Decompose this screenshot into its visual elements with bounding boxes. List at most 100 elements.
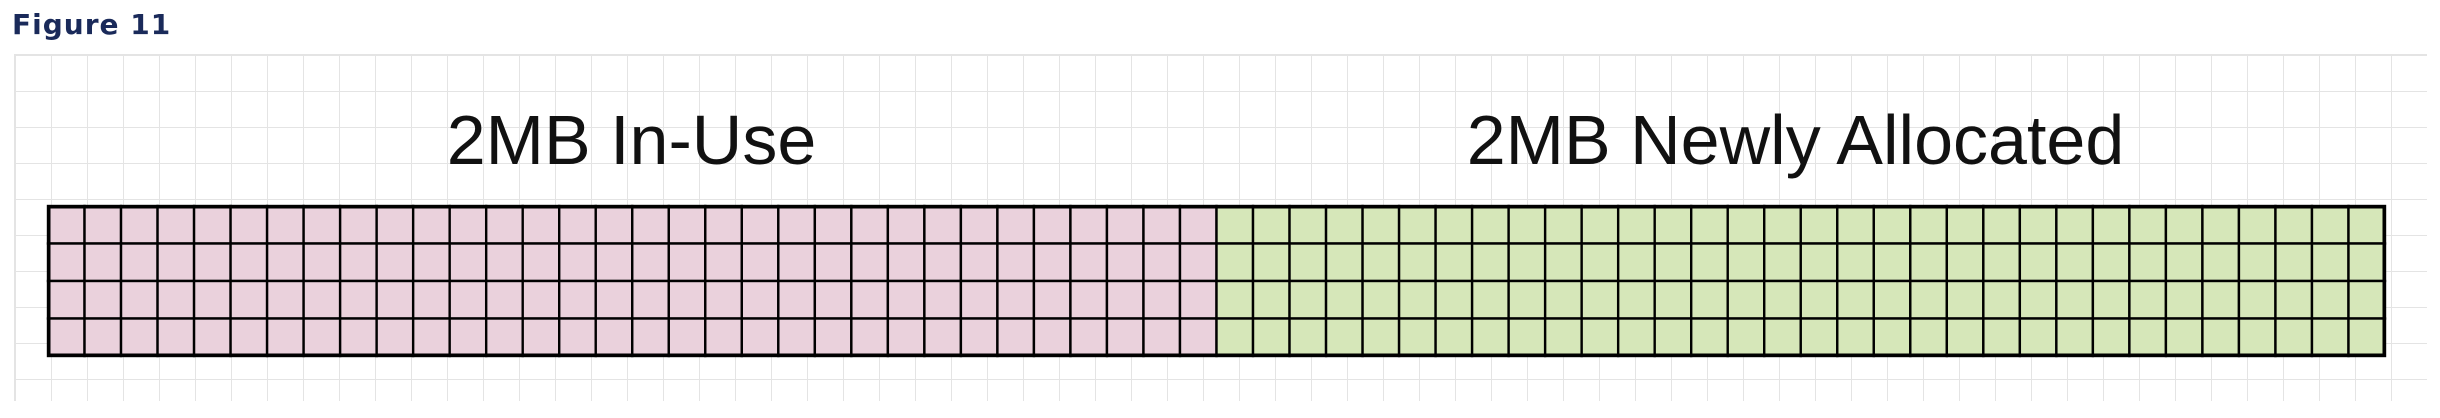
page-cell — [2201, 279, 2241, 320]
page-cell — [2237, 279, 2277, 320]
page-cell — [1945, 242, 1985, 283]
page-cell — [1288, 317, 1328, 358]
page-cell — [1032, 242, 1072, 283]
page-cell — [740, 204, 780, 245]
page-cell — [1689, 279, 1729, 320]
page-cell — [156, 317, 196, 358]
page-cell — [1689, 204, 1729, 245]
page-cell — [1836, 242, 1875, 283]
newly-allocated-block — [1215, 204, 2387, 358]
page-cell — [2347, 317, 2387, 358]
page-cell — [1178, 204, 1218, 245]
page-cell — [923, 279, 963, 320]
page-cell — [229, 242, 269, 283]
page-cell — [558, 204, 597, 245]
page-cell — [1215, 204, 1255, 245]
page-cell — [1616, 317, 1656, 358]
page-cell — [959, 242, 999, 283]
page-cell — [813, 317, 853, 358]
page-cell — [740, 279, 780, 320]
page-cell — [777, 279, 817, 320]
page-cell — [302, 242, 342, 283]
page-cell — [1397, 279, 1437, 320]
page-cell — [1507, 242, 1547, 283]
page-cell — [448, 279, 488, 320]
page-cell — [46, 204, 86, 245]
page-cell — [631, 204, 670, 245]
page-cell — [1069, 204, 1109, 245]
page-cell — [886, 204, 926, 245]
page-cell — [558, 279, 597, 320]
page-cell — [2164, 279, 2204, 320]
page-cell — [740, 242, 780, 283]
page-cell — [1361, 242, 1401, 283]
page-cell — [2091, 317, 2131, 358]
page-cell — [959, 279, 999, 320]
page-cell — [119, 204, 159, 245]
page-cell — [1726, 242, 1766, 283]
page-cell — [156, 242, 196, 283]
page-cell — [813, 242, 853, 283]
page-cell — [411, 242, 451, 283]
page-cell — [1178, 242, 1218, 283]
page-cell — [850, 279, 890, 320]
page-cell — [1543, 317, 1583, 358]
page-cell — [1982, 204, 2022, 245]
page-cell — [1872, 204, 1912, 245]
page-cell — [1543, 279, 1583, 320]
page-cell — [1142, 204, 1182, 245]
page-cell — [1361, 317, 1401, 358]
page-cell — [631, 317, 670, 358]
page-cell — [1836, 279, 1875, 320]
page-cell — [1288, 279, 1328, 320]
page-cell — [521, 242, 561, 283]
page-cell — [375, 279, 415, 320]
page-cell — [1434, 242, 1474, 283]
page-cell — [1507, 204, 1547, 245]
in-use-block — [46, 204, 1218, 358]
page-cell — [1543, 242, 1583, 283]
page-cell — [1945, 317, 1985, 358]
page-cell — [959, 317, 999, 358]
page-cell — [411, 204, 451, 245]
page-cell — [1580, 204, 1620, 245]
page-cell — [1288, 242, 1328, 283]
page-cell — [229, 279, 269, 320]
page-cell — [1799, 204, 1839, 245]
page-cell — [2128, 317, 2168, 358]
page-cell — [923, 204, 963, 245]
page-cell — [1215, 242, 1255, 283]
page-cell — [1653, 317, 1693, 358]
page-cell — [1142, 242, 1182, 283]
page-cell — [1397, 317, 1437, 358]
page-cell — [2091, 242, 2131, 283]
page-cell — [667, 279, 707, 320]
page-cell — [1909, 279, 1949, 320]
page-cell — [338, 204, 378, 245]
page-cell — [2128, 242, 2168, 283]
page-cell — [2237, 242, 2277, 283]
page-cell — [119, 279, 159, 320]
page-cell — [923, 242, 963, 283]
page-cell — [46, 279, 86, 320]
page-cell — [1397, 204, 1437, 245]
page-cell — [2274, 204, 2314, 245]
page-cell — [2164, 242, 2204, 283]
page-cell — [1653, 242, 1693, 283]
page-cell — [2018, 204, 2058, 245]
page-cell — [83, 242, 123, 283]
page-cell — [2055, 317, 2095, 358]
page-cell — [594, 204, 634, 245]
page-cell — [996, 279, 1036, 320]
page-cell — [1653, 279, 1693, 320]
page-cell — [2310, 242, 2350, 283]
page-cell — [886, 242, 926, 283]
page-cell — [192, 317, 232, 358]
page-cell — [2055, 204, 2095, 245]
page-cell — [119, 317, 159, 358]
page-cell — [1434, 317, 1474, 358]
page-cell — [2274, 317, 2314, 358]
page-cell — [338, 242, 378, 283]
page-cell — [338, 279, 378, 320]
page-cell — [265, 279, 305, 320]
